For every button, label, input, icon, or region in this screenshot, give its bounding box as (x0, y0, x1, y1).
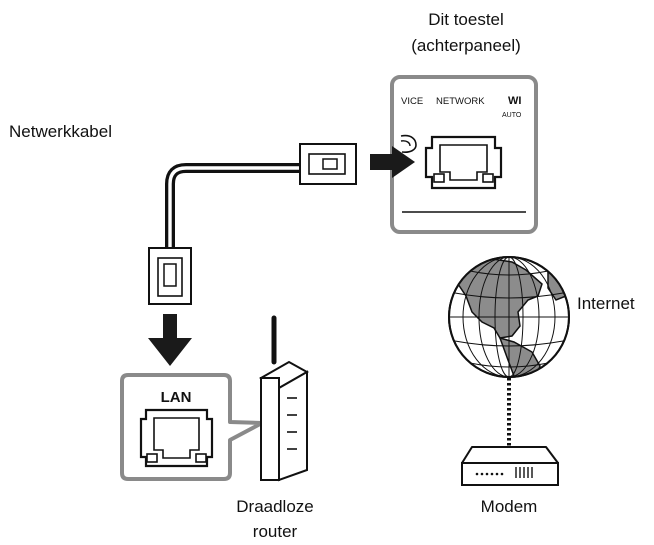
wireless-router-icon (258, 315, 310, 482)
router-label-line1: Draadloze (236, 497, 314, 516)
cable-label: Netwerkkabel (9, 122, 112, 141)
network-cable (165, 163, 300, 248)
cable-connector-down-icon (148, 247, 192, 305)
panel-label-auto: AUTO (502, 112, 522, 119)
globe-icon (448, 256, 570, 378)
modem-label: Modem (481, 497, 538, 516)
device-label-line2: (achterpaneel) (411, 36, 521, 55)
arrow-right-icon (370, 146, 415, 178)
arrow-down-icon (148, 314, 192, 366)
panel-arc-symbol-icon (400, 134, 417, 153)
panel-label-network: NETWORK (436, 96, 485, 107)
lan-ethernet-port-icon (139, 408, 214, 468)
device-rear-panel: VICE NETWORK WI AUTO (390, 75, 538, 234)
lan-label: LAN (161, 389, 192, 406)
internet-label: Internet (577, 294, 635, 313)
panel-label-right: WI (508, 95, 521, 107)
cable-connector-right-icon (299, 143, 357, 185)
modem-icon (461, 446, 559, 486)
panel-arc-inner-icon (400, 140, 411, 147)
router-label-line2: router (253, 522, 298, 541)
device-label-line1: Dit toestel (428, 10, 504, 29)
panel-label-left: VICE (401, 96, 423, 107)
device-ethernet-port-icon (424, 135, 503, 190)
